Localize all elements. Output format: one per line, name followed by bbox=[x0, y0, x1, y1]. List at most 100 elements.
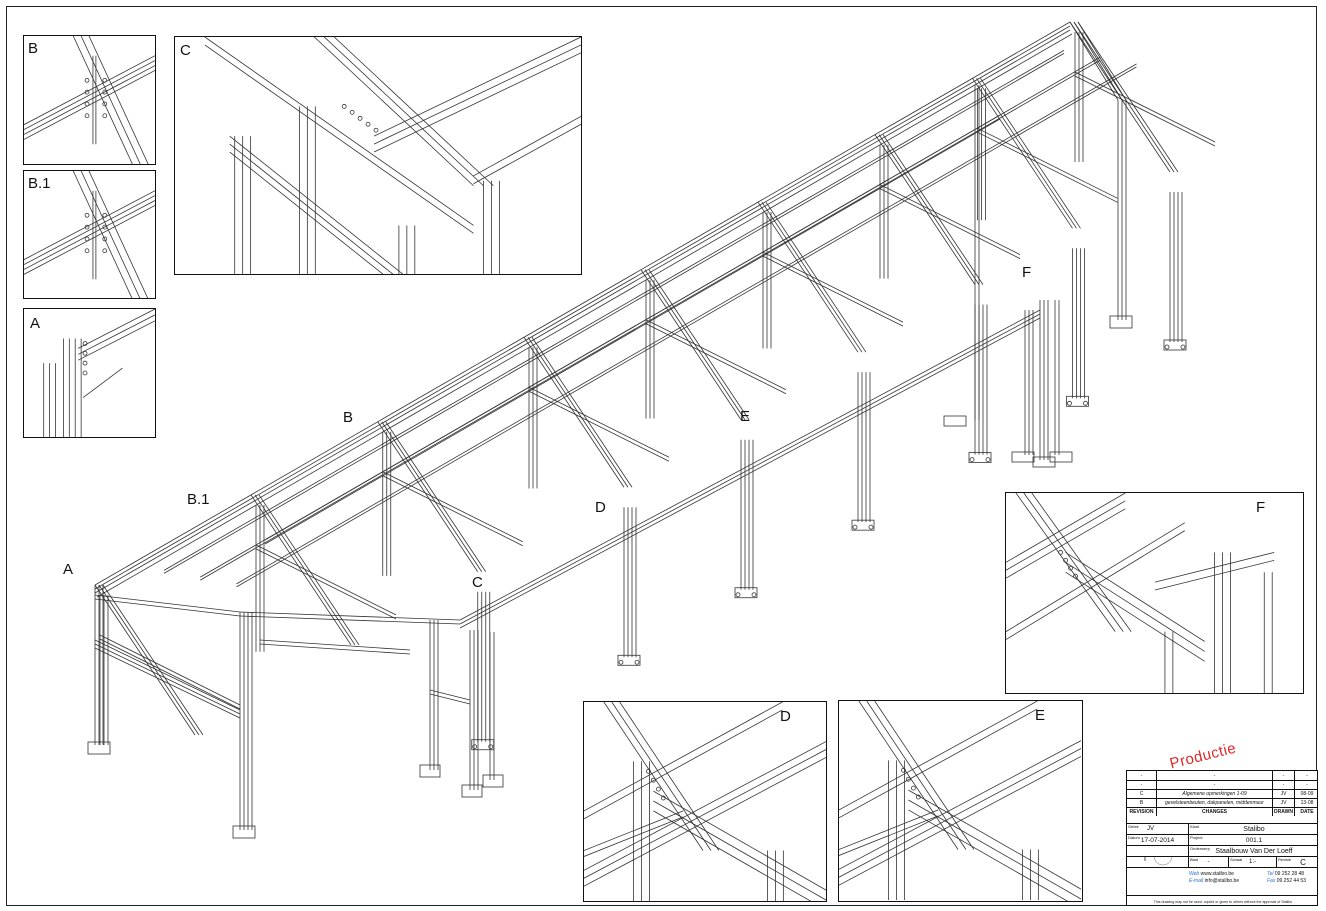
detail-label-f: F bbox=[1256, 499, 1266, 516]
rafter bbox=[385, 421, 487, 572]
revision-change: - bbox=[1157, 771, 1273, 780]
purlin bbox=[373, 52, 581, 153]
column-base-plate bbox=[851, 519, 875, 531]
rafter bbox=[72, 36, 133, 164]
date-project-row: Datum 17-07-2014 Project 001.1 bbox=[1127, 834, 1317, 845]
front-eave-beam bbox=[239, 615, 461, 625]
changes-header: CHANGES bbox=[1157, 808, 1273, 816]
revision-label: Revisie bbox=[1278, 857, 1292, 862]
side-girt bbox=[255, 548, 397, 620]
main-label-e: E bbox=[740, 408, 751, 425]
eave-beam bbox=[653, 800, 826, 901]
roof-purlin bbox=[163, 53, 1065, 574]
rafter bbox=[531, 337, 633, 488]
purlin bbox=[584, 709, 783, 820]
revision-header-row: REVISION CHANGES DRAWN DATE bbox=[1127, 807, 1317, 816]
side-girt bbox=[879, 184, 1021, 255]
main-label-d: D bbox=[595, 499, 606, 516]
client-value: Stalibo bbox=[1243, 825, 1265, 833]
bolt bbox=[84, 101, 90, 107]
eave-beam bbox=[1065, 571, 1205, 662]
purlin bbox=[839, 701, 1038, 811]
eave-beam bbox=[653, 790, 826, 891]
rafter bbox=[94, 584, 196, 736]
detail-label-a: A bbox=[30, 315, 41, 332]
web-label: Web bbox=[1189, 871, 1200, 877]
revision-date: 08-09 bbox=[1300, 791, 1314, 797]
detail-view-e: E bbox=[838, 700, 1083, 902]
project-value: 001.1 bbox=[1245, 836, 1263, 844]
front-beam bbox=[229, 143, 394, 274]
side-girt bbox=[382, 471, 523, 543]
tel-label: Tel bbox=[1267, 871, 1274, 877]
purlin bbox=[1006, 500, 1126, 571]
drawing-sheet-border bbox=[6, 6, 1317, 906]
rafter bbox=[976, 78, 1077, 229]
rafter bbox=[527, 337, 629, 488]
beam bbox=[204, 44, 474, 234]
rafter bbox=[323, 37, 484, 187]
gable-girt bbox=[94, 639, 241, 711]
tel-value: 09 252 28 48 bbox=[1274, 871, 1305, 877]
web-value: www.stalibo.be bbox=[1200, 871, 1234, 877]
subject-label: Onderwerp bbox=[1190, 846, 1210, 851]
main-label-b1: B.1 bbox=[187, 491, 210, 508]
subject-value: Staalbouw Van Der Loeff bbox=[1215, 847, 1293, 855]
roof-purlin bbox=[163, 50, 1065, 571]
column-base-plate bbox=[968, 452, 992, 464]
bolt bbox=[82, 360, 88, 366]
rafter bbox=[80, 171, 141, 298]
gable-girt bbox=[94, 647, 241, 719]
bolt bbox=[82, 350, 88, 356]
side-girt bbox=[762, 255, 904, 327]
email-value: info@stalibo.be bbox=[1204, 877, 1240, 884]
scale-label: Schaal bbox=[1230, 857, 1243, 862]
detail-label-d: D bbox=[780, 708, 791, 725]
rafter bbox=[858, 701, 959, 850]
purlin bbox=[584, 749, 826, 879]
rafter bbox=[603, 702, 704, 851]
rafter bbox=[377, 421, 479, 572]
main-label-a: A bbox=[63, 561, 74, 578]
eave-beam bbox=[653, 810, 812, 901]
ridge-beam bbox=[94, 21, 1071, 586]
title-block: - - - - - - - - C Algemene opmerkingen 1… bbox=[1126, 770, 1318, 906]
anchor-bolt bbox=[735, 592, 741, 598]
purlin bbox=[24, 60, 155, 130]
bolt bbox=[84, 248, 90, 254]
front-eave-beam bbox=[239, 611, 461, 621]
purlin bbox=[473, 115, 581, 177]
anchor-bolt bbox=[868, 524, 874, 530]
anchor-bolt bbox=[472, 744, 478, 750]
base-plate-a bbox=[87, 741, 111, 755]
purlin bbox=[584, 702, 783, 812]
bolt bbox=[1068, 565, 1073, 571]
rafter bbox=[648, 269, 750, 420]
front-eave-beam bbox=[459, 309, 1041, 621]
rafter bbox=[102, 584, 204, 736]
bolt bbox=[84, 89, 90, 95]
base-plate bbox=[419, 764, 441, 778]
bolt bbox=[911, 785, 916, 791]
anchor-bolt bbox=[618, 659, 624, 665]
anchor-bolt bbox=[751, 592, 757, 598]
top-beam bbox=[1154, 559, 1275, 591]
purlin bbox=[584, 757, 826, 887]
rafter bbox=[980, 78, 1081, 229]
bolt bbox=[901, 767, 906, 773]
base-plate bbox=[943, 415, 967, 427]
revision-drawn: JV bbox=[1273, 790, 1295, 798]
purlin bbox=[839, 748, 1082, 878]
scale-value: 1:- bbox=[1248, 859, 1256, 865]
purlin bbox=[373, 37, 581, 137]
bolt bbox=[906, 776, 911, 782]
date-value: 17-07-2014 bbox=[1140, 836, 1175, 844]
detail-view-f: F bbox=[1005, 492, 1304, 694]
anchor-bolt bbox=[969, 457, 975, 463]
detail-view-d: D bbox=[583, 701, 827, 902]
revision-code: B bbox=[1127, 799, 1157, 807]
girt bbox=[839, 815, 939, 856]
revision-row: - - - - bbox=[1127, 780, 1317, 789]
anchor-bolt bbox=[1180, 344, 1186, 350]
back-wall-girt bbox=[259, 643, 411, 655]
